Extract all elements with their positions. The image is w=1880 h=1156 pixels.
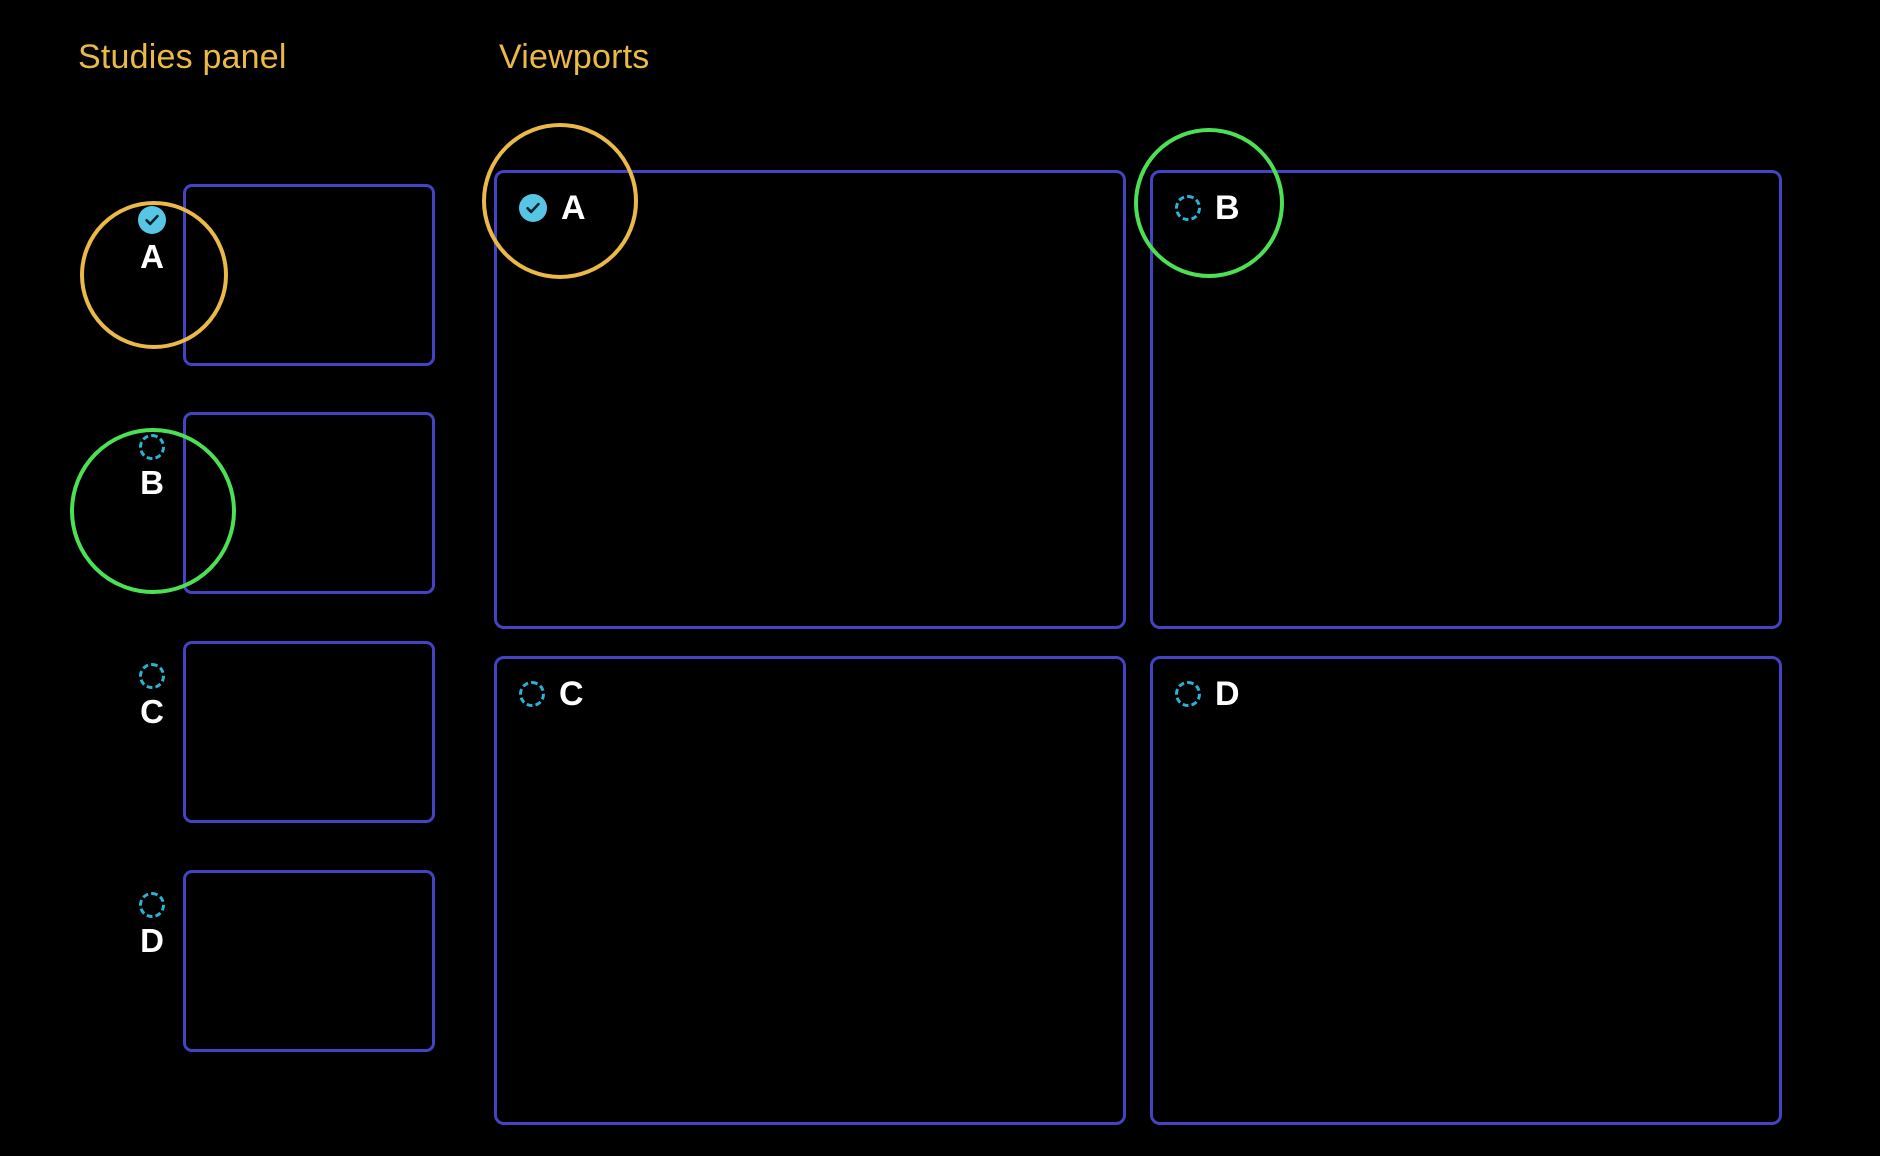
- viewport-b-label: B: [1215, 189, 1240, 227]
- viewport-d-label: D: [1215, 675, 1240, 713]
- study-c-thumbnail[interactable]: [183, 641, 435, 823]
- study-a-badge[interactable]: A: [122, 206, 182, 273]
- viewports-header: Viewports: [499, 38, 650, 76]
- study-d-label: D: [140, 922, 164, 959]
- study-d-badge[interactable]: D: [122, 892, 182, 957]
- viewport-c-label: C: [559, 675, 584, 713]
- viewport-b-label-group[interactable]: B: [1175, 191, 1240, 225]
- study-d-thumbnail[interactable]: [183, 870, 435, 1052]
- viewport-d-label-group[interactable]: D: [1175, 677, 1240, 711]
- dashed-circle-icon[interactable]: [139, 434, 165, 460]
- dashed-circle-icon[interactable]: [1175, 195, 1201, 221]
- viewport-c-label-group[interactable]: C: [519, 677, 584, 711]
- study-c-label: C: [140, 693, 164, 730]
- viewport-c[interactable]: C: [494, 656, 1126, 1125]
- viewport-a-label-group[interactable]: A: [519, 191, 586, 225]
- studies-panel-header: Studies panel: [78, 38, 287, 76]
- viewport-grid: A B C D: [494, 170, 1782, 1125]
- check-circle-filled-icon[interactable]: [519, 194, 547, 222]
- dashed-circle-icon[interactable]: [1175, 681, 1201, 707]
- dashed-circle-icon[interactable]: [519, 681, 545, 707]
- viewport-d[interactable]: D: [1150, 656, 1782, 1125]
- study-b-thumbnail[interactable]: [183, 412, 435, 594]
- study-c-badge[interactable]: C: [122, 663, 182, 728]
- check-circle-filled-icon[interactable]: [138, 206, 166, 234]
- study-b-label: B: [140, 464, 164, 501]
- studies-panel: A B C D: [0, 0, 470, 1156]
- dashed-circle-icon[interactable]: [139, 663, 165, 689]
- study-a-label: A: [140, 238, 164, 275]
- viewport-b[interactable]: B: [1150, 170, 1782, 629]
- viewport-a-label: A: [561, 189, 586, 227]
- study-b-badge[interactable]: B: [122, 434, 182, 499]
- dashed-circle-icon[interactable]: [139, 892, 165, 918]
- study-a-thumbnail[interactable]: [183, 184, 435, 366]
- viewport-a[interactable]: A: [494, 170, 1126, 629]
